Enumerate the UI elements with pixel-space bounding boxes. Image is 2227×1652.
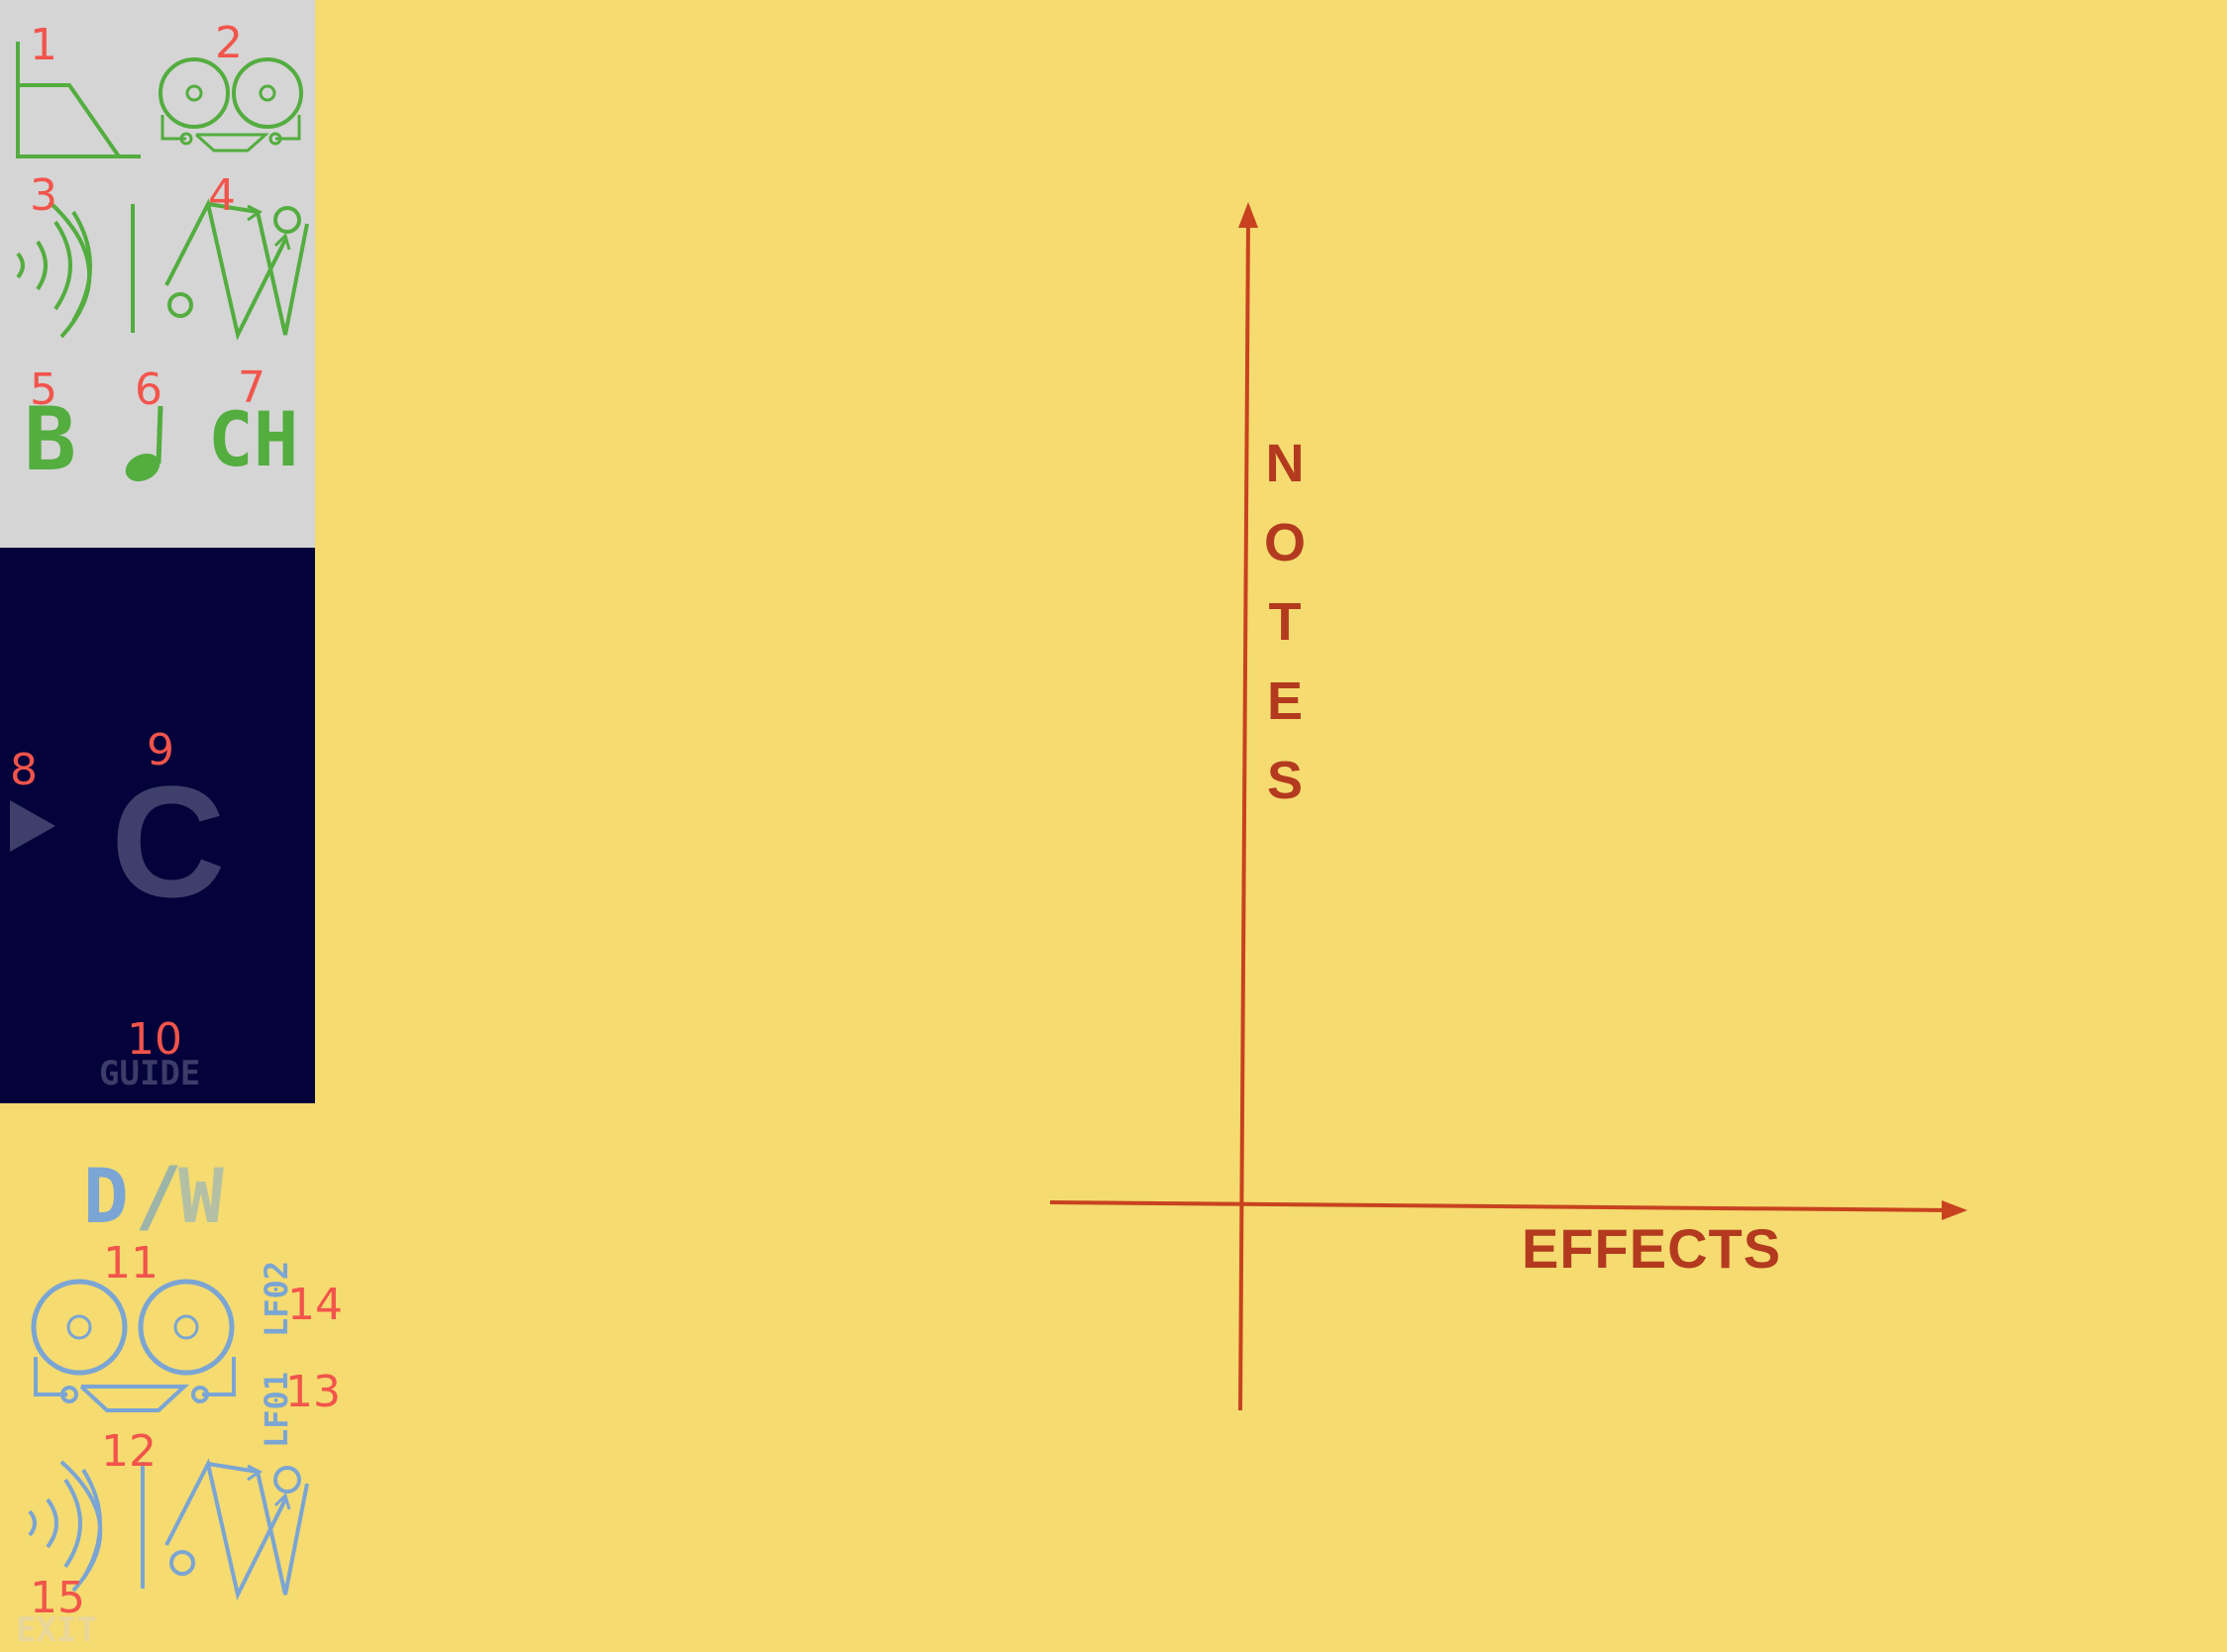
play-arrow-icon[interactable] bbox=[10, 800, 57, 852]
x-axis-arrow-icon bbox=[1942, 1200, 1967, 1220]
tape-reel-icon[interactable] bbox=[157, 55, 305, 155]
badge-2: 2 bbox=[215, 18, 243, 68]
resonance-waves-icon[interactable] bbox=[22, 1456, 153, 1595]
badge-7: 7 bbox=[238, 362, 265, 413]
dw-separator: / bbox=[135, 1150, 183, 1242]
y-axis-line bbox=[1238, 217, 1250, 1411]
badge-13: 13 bbox=[285, 1367, 341, 1417]
notes-axis-label: N O T E S bbox=[1263, 434, 1306, 810]
guide-button[interactable]: GUIDE bbox=[99, 1054, 201, 1093]
bass-b-button[interactable]: B bbox=[24, 388, 76, 490]
dry-d-button[interactable]: D bbox=[83, 1152, 129, 1240]
music-note-icon[interactable] bbox=[123, 404, 178, 485]
channel-c-letter[interactable]: C bbox=[111, 753, 226, 930]
badge-6: 6 bbox=[135, 364, 162, 415]
badge-1: 1 bbox=[30, 20, 57, 70]
badge-3: 3 bbox=[30, 170, 57, 221]
effects-axis-label: EFFECTS bbox=[1522, 1217, 1782, 1280]
badge-4: 4 bbox=[208, 170, 236, 221]
xy-pad[interactable] bbox=[1030, 188, 1981, 1416]
wet-w-button[interactable]: W bbox=[178, 1152, 224, 1240]
badge-8: 8 bbox=[10, 745, 38, 795]
y-axis-arrow-icon bbox=[1238, 202, 1258, 228]
badge-10: 10 bbox=[127, 1014, 182, 1065]
badge-14: 14 bbox=[287, 1280, 343, 1330]
badge-12: 12 bbox=[101, 1426, 157, 1477]
routing-patch-icon[interactable] bbox=[159, 196, 315, 343]
channel-ch-button[interactable]: CH bbox=[208, 395, 299, 483]
filter-envelope-icon[interactable] bbox=[12, 34, 146, 162]
resonance-waves-icon[interactable] bbox=[8, 198, 142, 342]
routing-patch-icon[interactable] bbox=[159, 1456, 315, 1600]
badge-9: 9 bbox=[147, 725, 174, 775]
x-axis-line bbox=[1049, 1200, 1953, 1212]
tape-reel-icon[interactable] bbox=[26, 1278, 244, 1420]
exit-button[interactable]: EXIT bbox=[16, 1610, 97, 1650]
badge-11: 11 bbox=[103, 1238, 159, 1289]
badge-15: 15 bbox=[30, 1573, 85, 1623]
badge-5: 5 bbox=[30, 364, 57, 415]
